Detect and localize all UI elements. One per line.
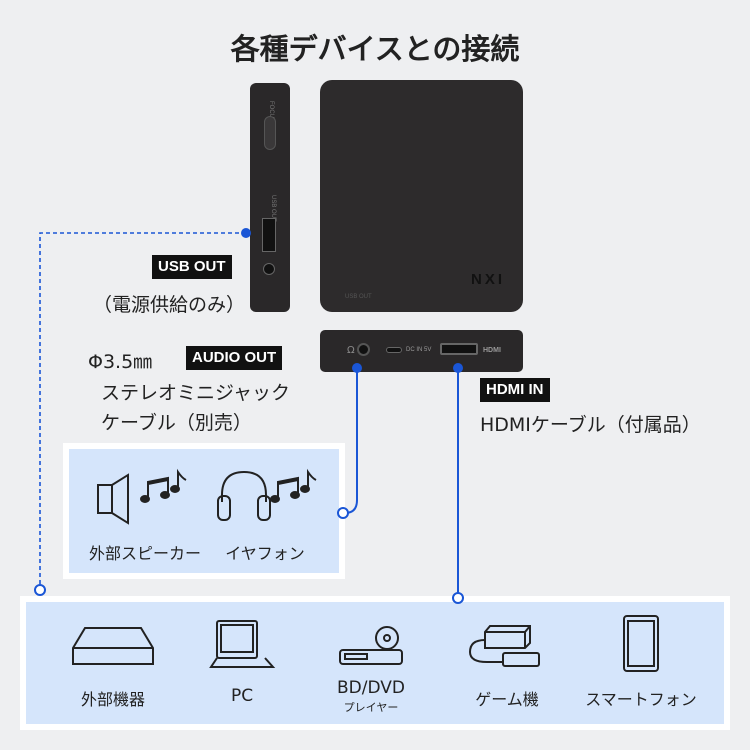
pc-label: PC <box>230 686 254 706</box>
earphone-label: イヤフォン <box>225 544 305 563</box>
disc-player-icon <box>339 626 403 665</box>
page-title: 各種デバイスとの接続 <box>230 32 520 66</box>
dc-label: DC IN 5V <box>406 347 432 353</box>
usb-end-dot <box>34 584 46 596</box>
brand-logo: NXI <box>470 271 505 288</box>
hdmi-port <box>440 343 478 355</box>
external-device-label: 外部機器 <box>80 690 145 709</box>
hdmi-label: HDMI <box>483 347 501 354</box>
bd-dvd-sublabel: プレイヤー <box>343 701 399 714</box>
hdmi-in-badge: HDMI IN <box>480 378 550 402</box>
headphones-icon <box>217 470 271 521</box>
top-port-label: USB OUT <box>345 294 372 300</box>
audio-cable-line1: ステレオミニジャック <box>101 382 291 404</box>
smartphone-label: スマートフォン <box>585 690 697 709</box>
external-device-icon <box>72 627 154 665</box>
smartphone-icon <box>623 615 659 672</box>
device-side-view: FOCUS USB OUT <box>250 83 290 312</box>
device-top-view: NXI USB OUT <box>320 80 523 312</box>
hdmi-cable-note: HDMIケーブル（付属品） <box>480 414 701 436</box>
usb-dot <box>241 228 251 238</box>
audio-dot <box>352 363 362 373</box>
speaker-icon <box>97 473 129 525</box>
audio-jack-size: Φ3.5㎜ <box>88 351 153 373</box>
hdmi-dot <box>453 363 463 373</box>
power-button <box>263 263 275 275</box>
dc-port <box>386 347 402 353</box>
audio-devices-panel <box>63 443 345 579</box>
usb-port <box>262 218 276 252</box>
game-console-label: ゲーム機 <box>475 690 539 709</box>
bd-dvd-label: BD/DVD <box>337 678 405 698</box>
hdmi-end-dot <box>452 592 464 604</box>
usb-out-badge: USB OUT <box>152 255 232 279</box>
audio-out-badge: AUDIO OUT <box>186 346 283 370</box>
speaker-label: 外部スピーカー <box>88 544 201 563</box>
audio-end-dot <box>337 507 349 519</box>
music-notes-icon <box>140 468 317 503</box>
usb-connection-line <box>39 232 246 590</box>
usb-out-note: （電源供給のみ） <box>93 294 246 316</box>
audio-connection-line <box>344 368 358 514</box>
audio-cable-line2: ケーブル（別売） <box>101 412 252 434</box>
game-console-icon <box>468 625 540 667</box>
focus-switch <box>264 116 276 150</box>
laptop-icon <box>209 620 276 668</box>
audio-jack <box>357 343 370 356</box>
headphone-jack-icon: Ω <box>347 345 355 356</box>
